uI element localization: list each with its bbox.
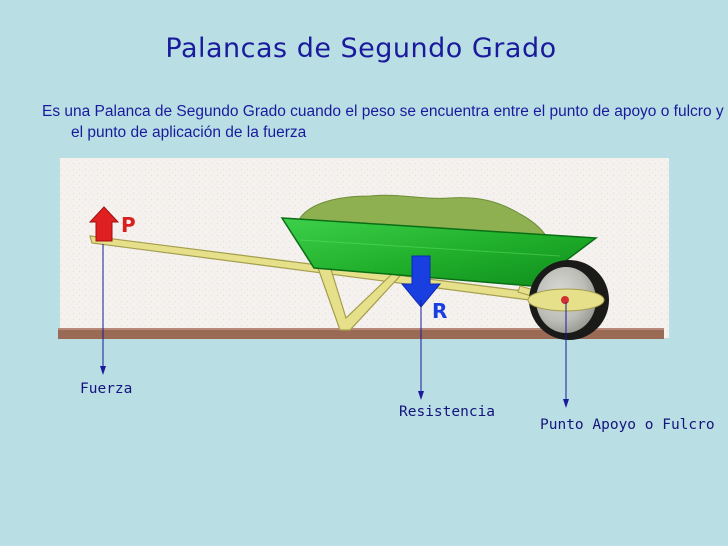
label-fulcrum: Punto Apoyo o Fulcro (540, 417, 715, 433)
resistance-arrow (400, 255, 442, 308)
ground (58, 328, 664, 339)
label-force: Fuerza (80, 381, 133, 397)
force-letter: P (121, 213, 136, 237)
force-arrow (88, 206, 120, 242)
label-resistance: Resistencia (399, 404, 496, 420)
slide-title: Palancas de Segundo Grado (165, 33, 557, 64)
resistance-letter: R (432, 299, 447, 323)
slide-description: Es una Palanca de Segundo Grado cuando e… (42, 103, 724, 141)
